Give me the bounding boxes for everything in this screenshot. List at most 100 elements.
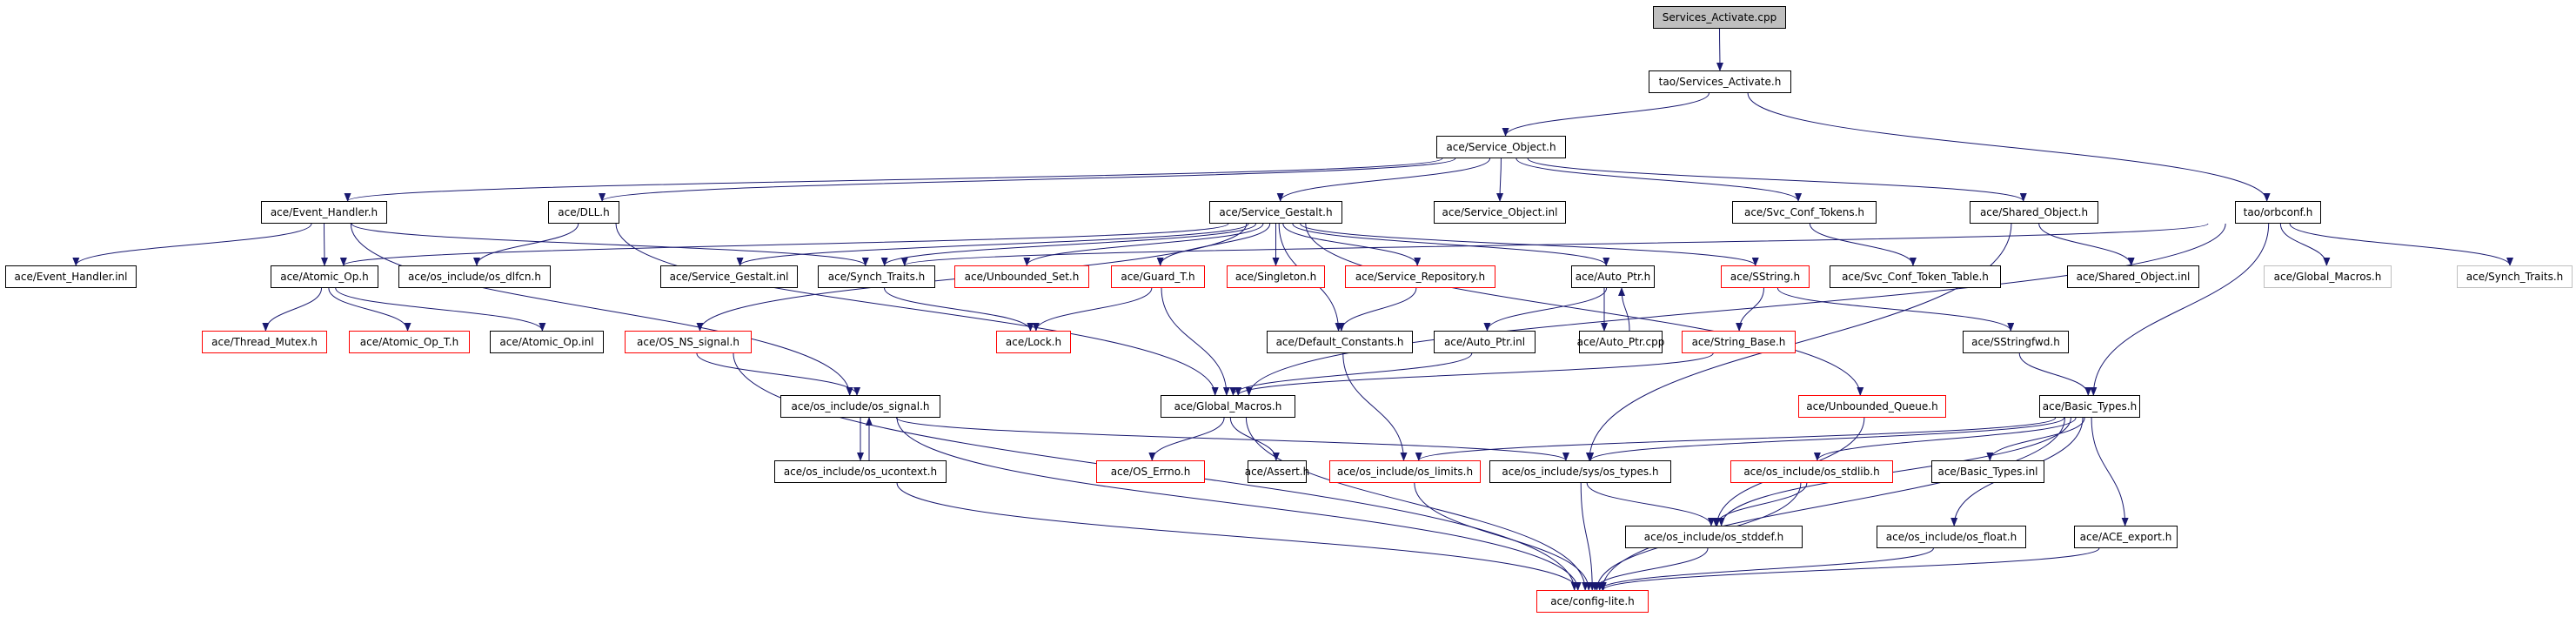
node-limits[interactable]: ace/os_include/os_limits.h: [1329, 460, 1481, 483]
node-atomic[interactable]: ace/Atomic_Op.h: [271, 265, 378, 288]
node-evh-inl[interactable]: ace/Event_Handler.inl: [5, 265, 137, 288]
edge-float-to-config: [1596, 547, 1934, 591]
edge-sa_h-to-orbconf: [1747, 92, 2271, 202]
node-float[interactable]: ace/os_include/os_float.h: [1877, 526, 2026, 548]
edge-sstring-to-sstringfwd: [1776, 287, 2015, 332]
edge-dll-to-dlfcn: [473, 223, 579, 266]
node-auto-inl[interactable]: ace/Auto_Ptr.inl: [1434, 331, 1536, 353]
edge-svc_obj-to-svc_tokens: [1515, 158, 1802, 202]
edge-basic_types-to-stddef: [1717, 417, 2071, 526]
node-def-const[interactable]: ace/Default_Constants.h: [1267, 331, 1413, 353]
node-evh[interactable]: ace/Event_Handler.h: [261, 201, 387, 224]
edge-orbconf-to-gm: [1245, 223, 2226, 396]
node-ns-signal[interactable]: ace/OS_NS_signal.h: [625, 331, 752, 353]
node-os-signal[interactable]: ace/os_include/os_signal.h: [780, 395, 940, 418]
node-token-table[interactable]: ace/Svc_Conf_Token_Table.h: [1830, 265, 2001, 288]
edge-os_signal-to-os_types: [895, 417, 1569, 461]
node-config[interactable]: ace/config-lite.h: [1536, 590, 1649, 613]
node-os-types[interactable]: ace/os_include/sys/os_types.h: [1489, 460, 1671, 483]
node-sstringfwd[interactable]: ace/SStringfwd.h: [1963, 331, 2069, 353]
node-dll[interactable]: ace/DLL.h: [548, 201, 619, 224]
edge-orbconf-to-synch_gray: [2289, 223, 2513, 266]
node-stddef[interactable]: ace/os_include/os_stddef.h: [1625, 526, 1803, 548]
edge-auto_ptr-to-auto_inl: [1483, 287, 1608, 332]
node-dlfcn[interactable]: ace/os_include/os_dlfcn.h: [398, 265, 551, 288]
edge-gestalt-to-gestalt_inl: [736, 223, 1249, 266]
node-stdlib[interactable]: ace/os_include/os_stdlib.h: [1730, 460, 1893, 483]
edge-basic_types-to-stdlib: [1813, 417, 2077, 461]
edge-gm-to-assert: [1229, 417, 1280, 461]
node-errno[interactable]: ace/OS_Errno.h: [1096, 460, 1205, 483]
edge-svc_obj-to-dll: [599, 158, 1456, 202]
node-gestalt-inl[interactable]: ace/Service_Gestalt.inl: [660, 265, 798, 288]
node-shared-obj[interactable]: ace/Shared_Object.h: [1970, 201, 2098, 224]
node-assert[interactable]: ace/Assert.h: [1245, 460, 1309, 483]
node-singleton[interactable]: ace/Singleton.h: [1227, 265, 1325, 288]
edge-sstringfwd-to-basic_types: [2018, 352, 2092, 396]
edge-dll-to-gm: [615, 223, 1219, 396]
node-unb-set[interactable]: ace/Unbounded_Set.h: [954, 265, 1089, 288]
edge-shared_obj-to-shared_inl: [2038, 223, 2135, 266]
edge-svc_obj-to-evh: [345, 158, 1443, 202]
node-guard[interactable]: ace/Guard_T.h: [1111, 265, 1205, 288]
edge-ucontext-to-config: [896, 482, 1582, 591]
node-sa-h[interactable]: tao/Services_Activate.h: [1649, 70, 1791, 93]
edge-def_const-to-limits: [1342, 352, 1408, 461]
edge-evh-to-evh_inl: [72, 223, 312, 266]
node-export[interactable]: ace/ACE_export.h: [2074, 526, 2178, 548]
edge-gestalt-to-auto_ptr: [1292, 223, 1610, 266]
edge-svc_obj-to-gestalt: [1276, 158, 1491, 202]
node-bt-inl[interactable]: ace/Basic_Types.inl: [1931, 460, 2044, 483]
node-svc-tokens[interactable]: ace/Svc_Conf_Tokens.h: [1732, 201, 1877, 224]
node-gm-gray[interactable]: ace/Global_Macros.h: [2264, 265, 2392, 288]
node-cpp[interactable]: Services_Activate.cpp: [1653, 6, 1786, 29]
node-shared-inl[interactable]: ace/Shared_Object.inl: [2067, 265, 2199, 288]
node-auto-cpp[interactable]: ace/Auto_Ptr.cpp: [1577, 331, 1664, 353]
node-basic-types[interactable]: ace/Basic_Types.h: [2039, 395, 2140, 418]
edge-synch-to-lock: [884, 287, 1034, 332]
edge-os_signal-to-config: [896, 417, 1582, 591]
node-svc-repo[interactable]: ace/Service_Repository.h: [1345, 265, 1495, 288]
node-gestalt[interactable]: ace/Service_Gestalt.h: [1209, 201, 1342, 224]
node-auto-ptr[interactable]: ace/Auto_Ptr.h: [1571, 265, 1655, 288]
edge-stdlib-to-stddef: [1712, 482, 1808, 526]
node-atomic-t[interactable]: ace/Atomic_Op_T.h: [349, 331, 470, 353]
edge-svc_tokens-to-token_table: [1809, 223, 1917, 266]
node-lock[interactable]: ace/Lock.h: [996, 331, 1071, 353]
edge-atomic-to-atomic_inl: [335, 287, 546, 332]
node-sstring[interactable]: ace/SString.h: [1721, 265, 1810, 288]
edge-orbconf-to-basic_types: [2090, 223, 2270, 396]
edge-atomic-to-atomic_t: [328, 287, 411, 332]
node-svc-obj[interactable]: ace/Service_Object.h: [1436, 136, 1566, 158]
node-string-base[interactable]: ace/String_Base.h: [1682, 331, 1796, 353]
edge-gestalt-to-atomic: [340, 223, 1229, 266]
edge-gm-to-config: [1245, 417, 1589, 591]
node-atomic-inl[interactable]: ace/Atomic_Op.inl: [490, 331, 604, 353]
node-thread-mutex[interactable]: ace/Thread_Mutex.h: [202, 331, 327, 353]
node-synch-gray[interactable]: ace/Synch_Traits.h: [2457, 265, 2573, 288]
edge-evh-to-os_signal: [350, 223, 853, 396]
edge-basic_types-to-limits: [1415, 417, 2057, 461]
edge-string_base-to-gm: [1234, 352, 1714, 396]
node-gm[interactable]: ace/Global_Macros.h: [1161, 395, 1295, 418]
node-orbconf[interactable]: tao/orbconf.h: [2235, 201, 2321, 224]
edge-orbconf-to-gm_gray: [2279, 223, 2331, 266]
edge-export-to-config: [1599, 547, 2100, 591]
edge-basic_types-to-bt_inl: [1986, 417, 2085, 461]
edge-auto_inl-to-gm: [1229, 352, 1473, 396]
edge-basic_types-to-export: [2091, 417, 2129, 526]
node-ucontext[interactable]: ace/os_include/os_ucontext.h: [774, 460, 947, 483]
edge-basic_types-to-config: [1598, 417, 2065, 591]
node-unb-queue[interactable]: ace/Unbounded_Queue.h: [1798, 395, 1946, 418]
edge-orbconf-to-synch: [901, 223, 2209, 266]
edge-gm-to-errno: [1148, 417, 1225, 461]
edge-guard-to-lock: [1032, 287, 1153, 332]
node-svc-obj-inl[interactable]: ace/Service_Object.inl: [1434, 201, 1566, 224]
edge-atomic-to-thread_mutex: [262, 287, 323, 332]
edge-sa_h-to-svc_obj: [1502, 92, 1710, 137]
edge-gestalt-to-unb_set: [1023, 223, 1264, 266]
edge-gestalt-to-svc_repo: [1282, 223, 1422, 266]
node-synch[interactable]: ace/Synch_Traits.h: [818, 265, 935, 288]
edge-svc_repo-to-def_const: [1337, 287, 1417, 332]
